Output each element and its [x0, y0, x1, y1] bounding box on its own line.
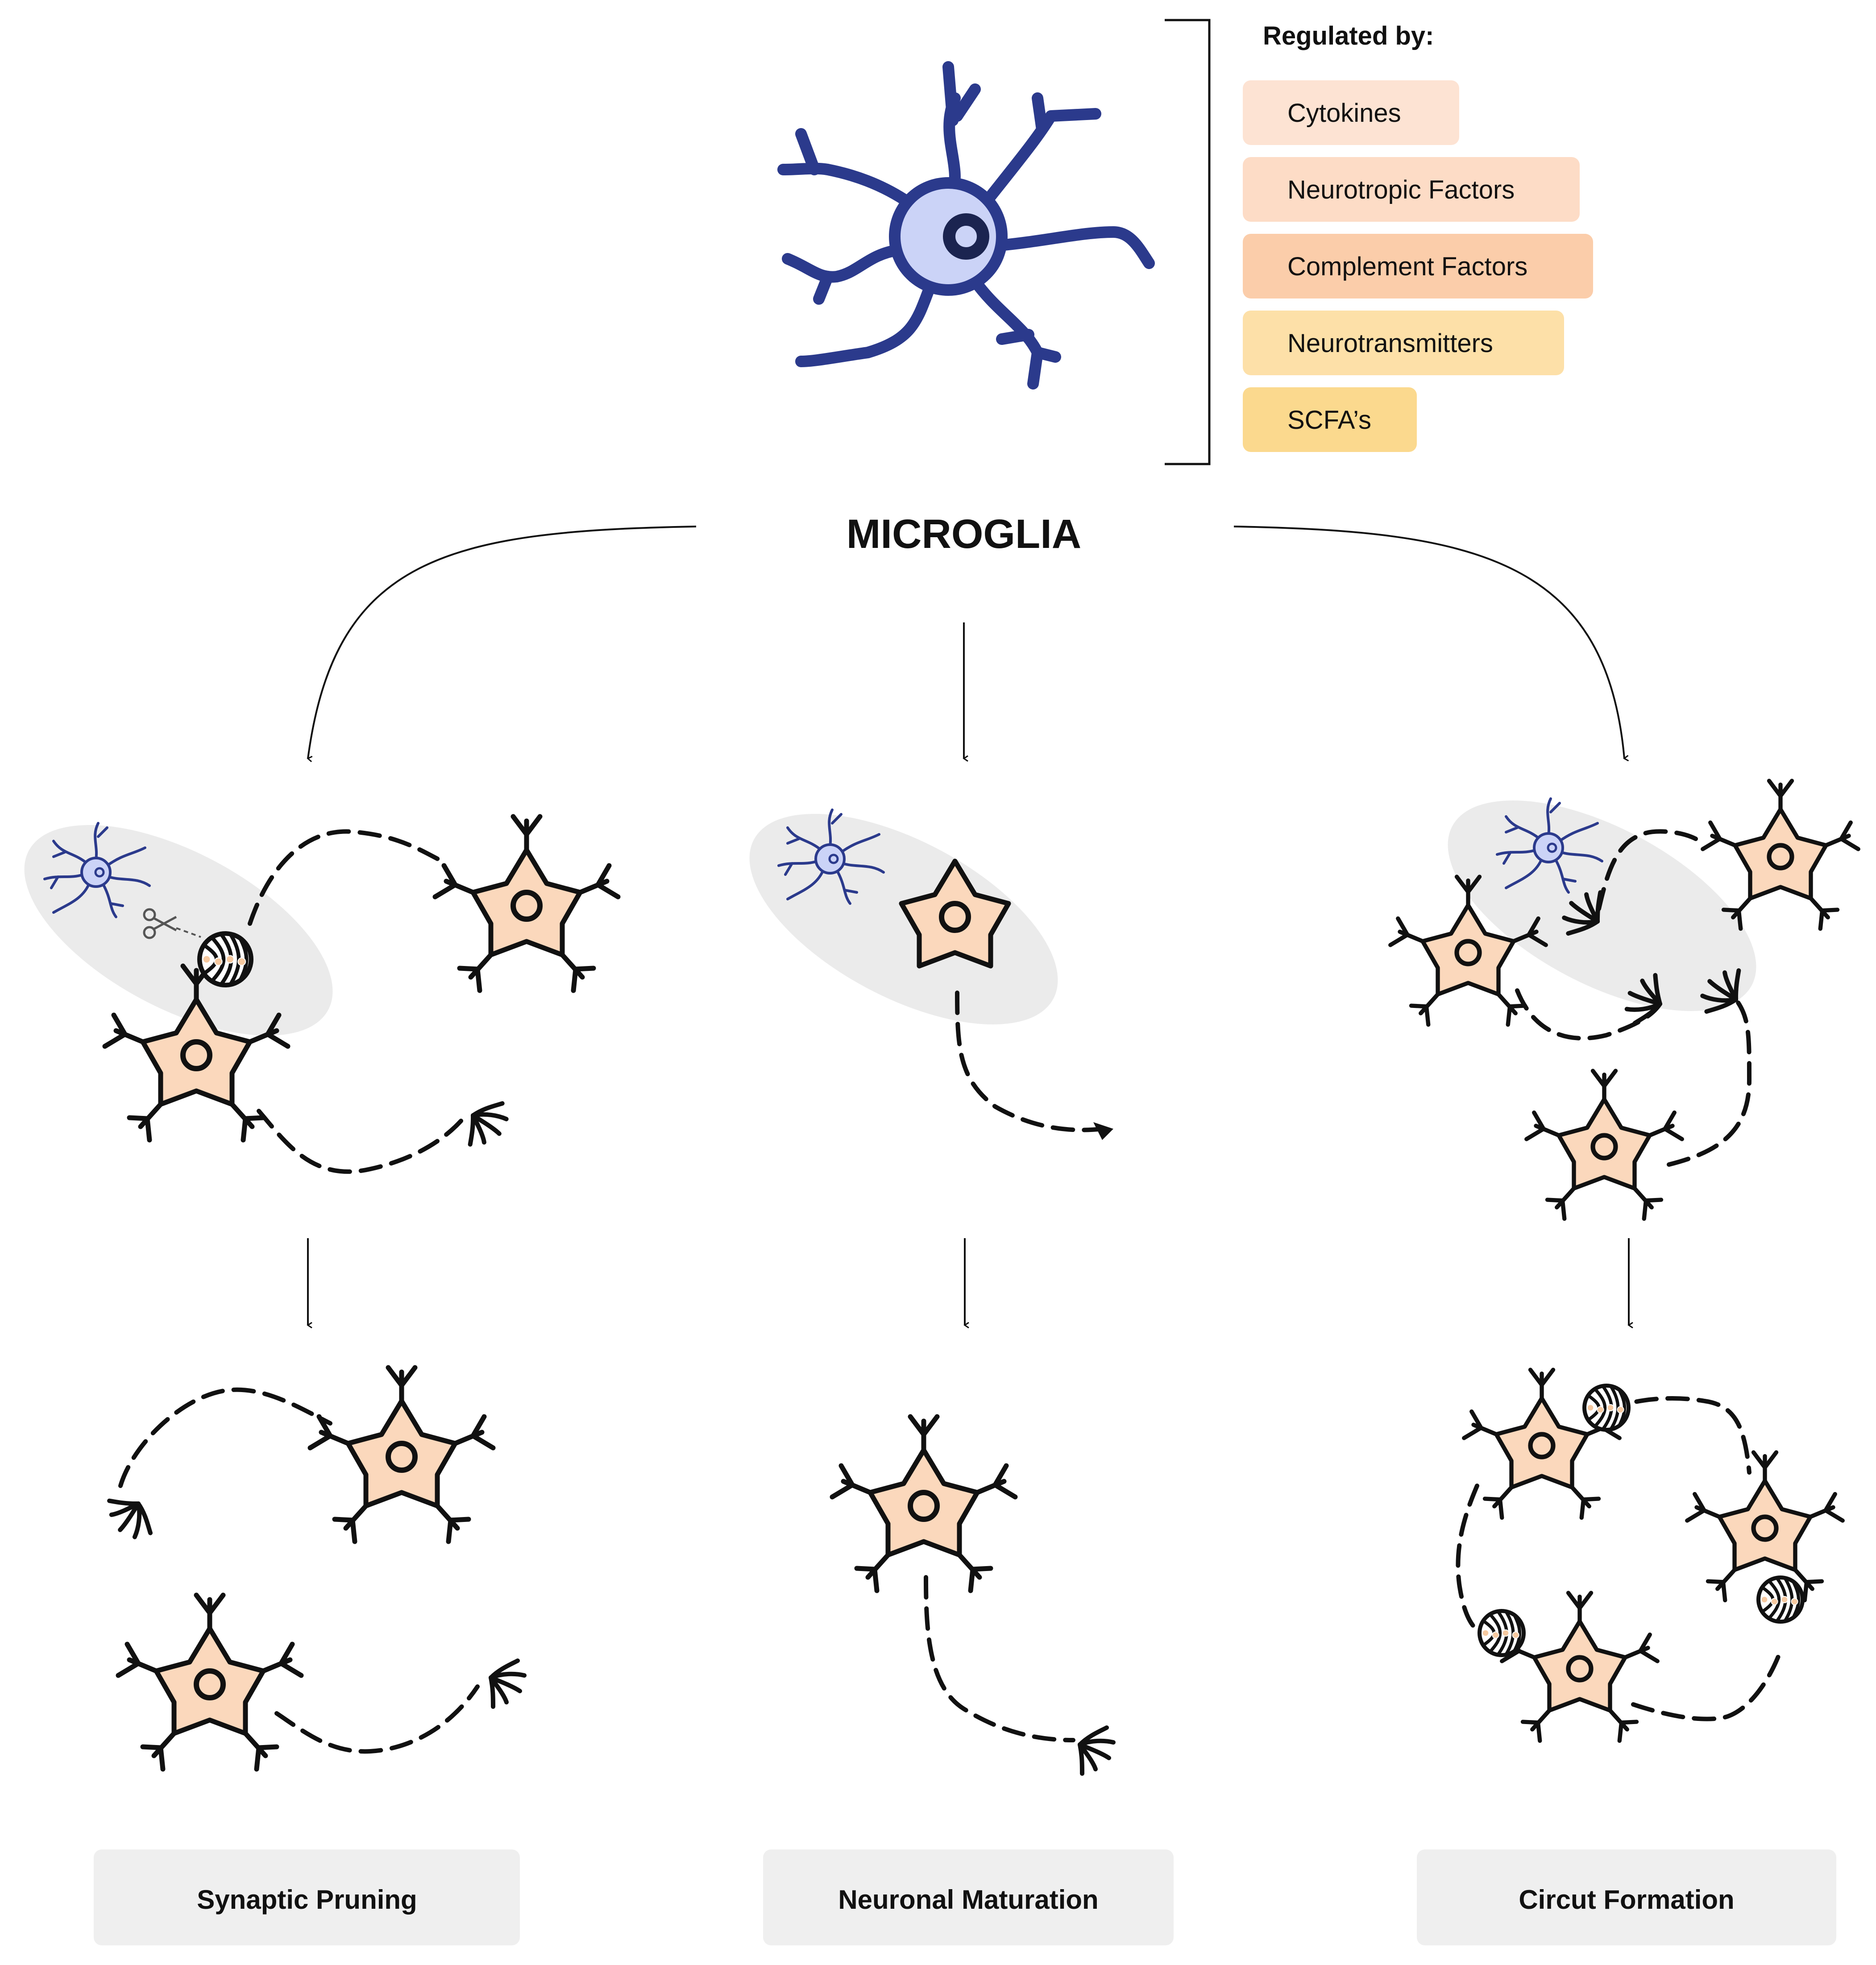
synapse-icon [1759, 1578, 1803, 1622]
panel-pruning-after [104, 1368, 524, 1769]
neuron-icon [118, 1595, 301, 1769]
axon-terminal-icon [1080, 1728, 1113, 1774]
neuron-icon [1502, 1593, 1658, 1741]
axon-terminal-icon [468, 1099, 509, 1150]
regulator-item: SCFA’s [1243, 387, 1417, 452]
axon-tip [1093, 1122, 1113, 1140]
synapse-icon [1480, 1611, 1524, 1655]
svg-text:Synaptic Pruning: Synaptic Pruning [197, 1885, 417, 1915]
svg-text:Cytokines: Cytokines [1287, 99, 1401, 128]
panel-circuit-after [1456, 1370, 1843, 1741]
neuron-icon [310, 1368, 493, 1542]
neuron-icon [1527, 1071, 1682, 1219]
svg-text:Neurotransmitters: Neurotransmitters [1287, 329, 1493, 358]
outcome-neuronal-maturation: Neuronal Maturation [763, 1849, 1174, 1945]
outcome-circuit-formation: Circut Formation [1417, 1849, 1836, 1945]
arrow-right [1233, 526, 1624, 759]
synapse-icon [199, 933, 251, 985]
flow-arrows [308, 526, 1629, 1325]
panel-maturation-after [832, 1417, 1113, 1774]
panel-maturation-before [749, 771, 1113, 1140]
synapse-icon [1585, 1386, 1629, 1430]
svg-text:Neuronal Maturation: Neuronal Maturation [838, 1885, 1098, 1915]
svg-text:SCFA’s: SCFA’s [1287, 406, 1371, 435]
panel-circuit-before [1390, 757, 1859, 1219]
axon-terminal-icon [491, 1661, 524, 1707]
svg-text:Circut Formation: Circut Formation [1519, 1885, 1734, 1915]
regulators-heading: Regulated by: [1263, 21, 1434, 50]
scissors-icon [143, 908, 177, 939]
regulator-item: Cytokines [1243, 80, 1459, 145]
microglia-icon [777, 61, 1155, 390]
svg-text:Complement Factors: Complement Factors [1287, 252, 1527, 281]
neuron-icon [832, 1417, 1015, 1591]
axon-terminal-icon [104, 1499, 155, 1540]
regulator-item: Neurotransmitters [1243, 311, 1564, 375]
regulator-item: Complement Factors [1243, 234, 1593, 298]
neuron-icon [435, 817, 618, 991]
regulator-item: Neurotropic Factors [1243, 157, 1580, 222]
center-title: MICROGLIA [847, 511, 1081, 557]
outcome-synaptic-pruning: Synaptic Pruning [94, 1849, 520, 1945]
arrow-left [308, 526, 697, 759]
panel-pruning-before [24, 782, 618, 1174]
svg-text:Neurotropic Factors: Neurotropic Factors [1287, 175, 1515, 204]
regulators-bracket [1165, 19, 1211, 465]
regulators-list: Cytokines Neurotropic Factors Complement… [1243, 80, 1593, 452]
neuron-icon [1687, 1452, 1843, 1600]
